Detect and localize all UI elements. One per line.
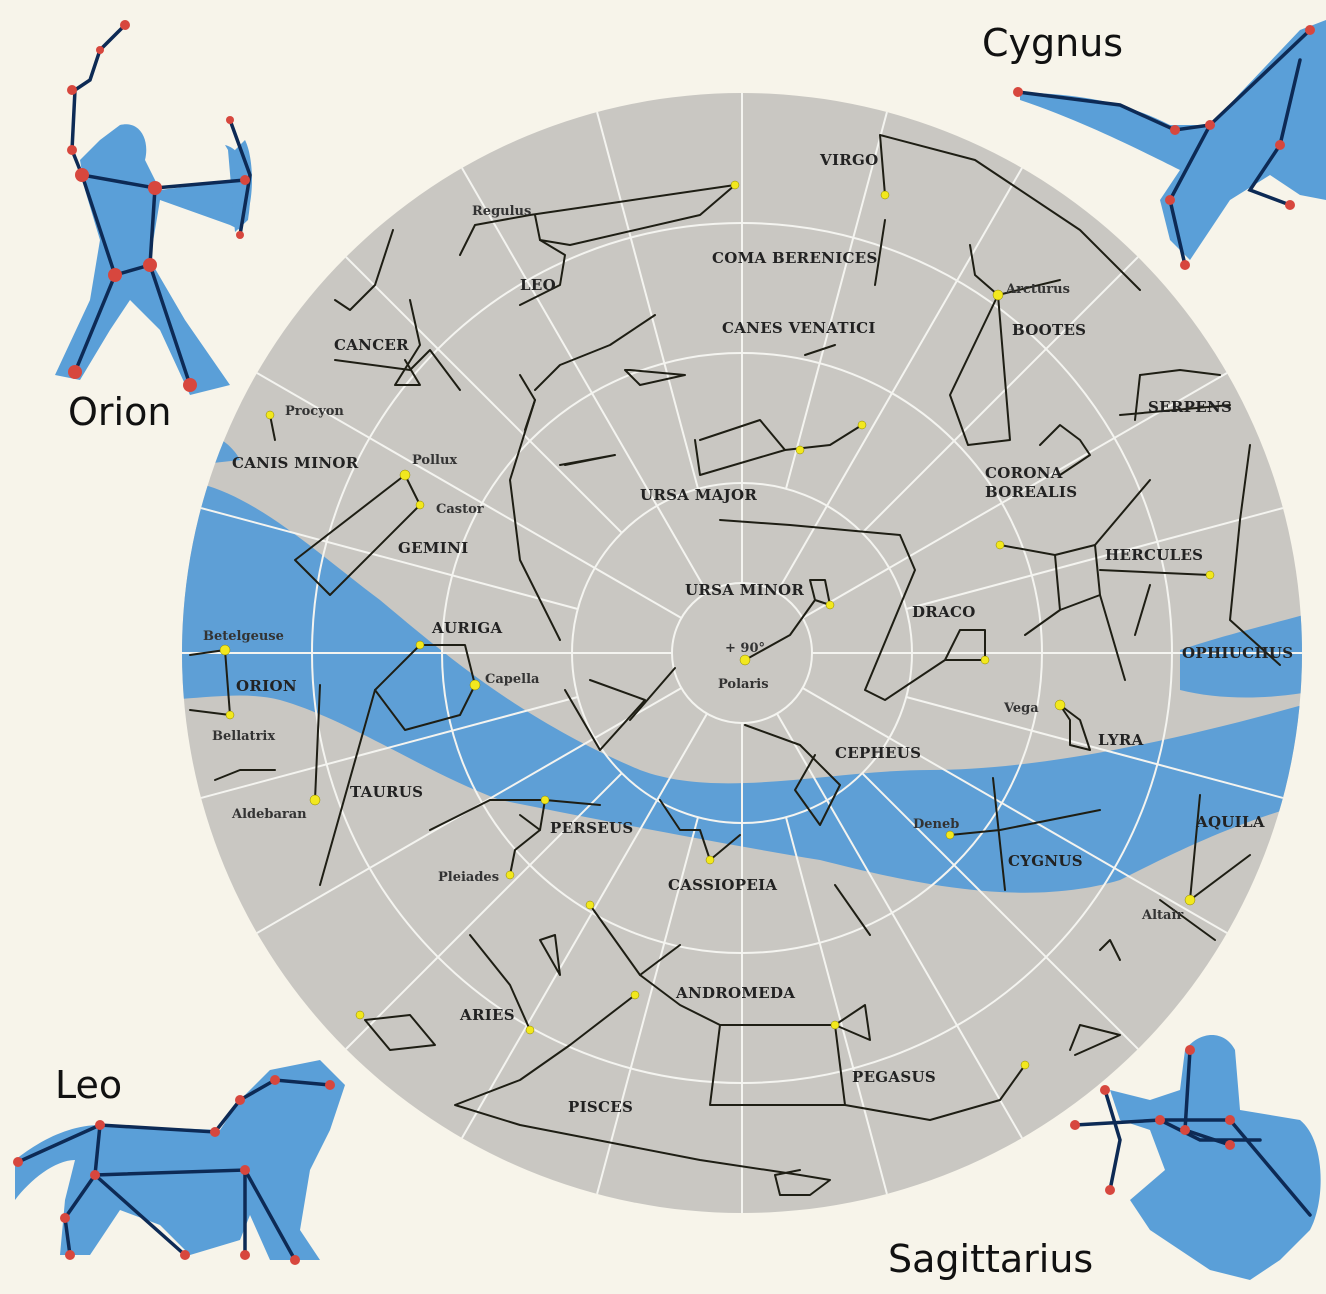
label-orion: ORION (236, 677, 297, 695)
star-dot (416, 501, 424, 509)
label-coma-berenices: COMA BERENICES (712, 249, 878, 267)
label-pollux: Pollux (412, 453, 457, 468)
star-dot (541, 796, 549, 804)
star-dot (996, 541, 1004, 549)
label-lyra: LYRA (1098, 731, 1144, 749)
label-regulus: Regulus (472, 204, 531, 219)
star-dot (1021, 1061, 1029, 1069)
label-leo: LEO (520, 276, 556, 294)
label-pleiades: Pleiades (438, 870, 499, 885)
label-pisces: PISCES (568, 1098, 633, 1116)
label-bootes: BOOTES (1012, 321, 1086, 339)
label-vega: Vega (1003, 701, 1039, 716)
star-dot (226, 711, 234, 719)
label-cancer: CANCER (334, 336, 409, 354)
star-dot (266, 411, 274, 419)
label-cepheus: CEPHEUS (835, 744, 921, 762)
label-canis-minor: CANIS MINOR (232, 454, 359, 472)
label-altair: Altair (1141, 908, 1183, 923)
label-taurus: TAURUS (350, 783, 423, 801)
star-dot (796, 446, 804, 454)
leo-title: Leo (55, 1063, 122, 1107)
label-ophiuchus: OPHIUCHUS (1182, 644, 1293, 662)
star-dot (981, 656, 989, 664)
label-aldebaran: Aldebaran (231, 807, 307, 822)
star-dot (1185, 895, 1195, 905)
star-dot (400, 470, 410, 480)
label-bellatrix: Bellatrix (212, 729, 275, 744)
star-dot (470, 680, 480, 690)
star-dot (586, 901, 594, 909)
star-dot (310, 795, 320, 805)
label-betelgeuse: Betelgeuse (203, 629, 284, 644)
star-dot (993, 290, 1003, 300)
label-ursa-minor: URSA MINOR (685, 581, 804, 599)
label-cassiopeia: CASSIOPEIA (668, 876, 777, 894)
star-dot (881, 191, 889, 199)
star-dot (831, 1021, 839, 1029)
label-gemini: GEMINI (398, 539, 468, 557)
orion-figure-icon (55, 20, 252, 395)
star-dot (858, 421, 866, 429)
label-aquila: AQUILA (1195, 813, 1265, 831)
label-borealis: BOREALIS (985, 483, 1077, 501)
star-dot (1206, 571, 1214, 579)
star-dot (506, 871, 514, 879)
label-deneb: Deneb (913, 817, 959, 832)
label-corona: CORONA (985, 464, 1063, 482)
star-dot (631, 991, 639, 999)
star-dot (740, 655, 750, 665)
label-polaris: Polaris (718, 677, 769, 692)
sagittarius-title: Sagittarius (888, 1237, 1093, 1281)
label-pole-mark: + 90° (725, 641, 765, 656)
label-ursa-major: URSA MAJOR (640, 486, 757, 504)
label-virgo: VIRGO (819, 151, 879, 169)
star-dot (946, 831, 954, 839)
star-dot (826, 601, 834, 609)
label-castor: Castor (436, 502, 484, 517)
star-dot (1055, 700, 1065, 710)
label-draco: DRACO (912, 603, 976, 621)
label-procyon: Procyon (285, 404, 344, 419)
label-auriga: AURIGA (431, 619, 503, 637)
star-dot (731, 181, 739, 189)
star-dot (416, 641, 424, 649)
star-dot (706, 856, 714, 864)
label-pegasus: PEGASUS (852, 1068, 936, 1086)
label-arcturus: Arcturus (1005, 282, 1070, 297)
label-perseus: PERSEUS (550, 819, 633, 837)
label-andromeda: ANDROMEDA (675, 984, 795, 1002)
star-dot (356, 1011, 364, 1019)
label-aries: ARIES (459, 1006, 515, 1024)
label-hercules: HERCULES (1105, 546, 1203, 564)
label-capella: Capella (485, 672, 540, 687)
label-cygnus: CYGNUS (1008, 852, 1083, 870)
star-dot (220, 645, 230, 655)
cygnus-title: Cygnus (982, 21, 1123, 65)
star-dot (526, 1026, 534, 1034)
label-canes-venatici: CANES VENATICI (722, 319, 876, 337)
label-serpens: SERPENS (1148, 398, 1232, 416)
orion-title: Orion (68, 390, 171, 434)
